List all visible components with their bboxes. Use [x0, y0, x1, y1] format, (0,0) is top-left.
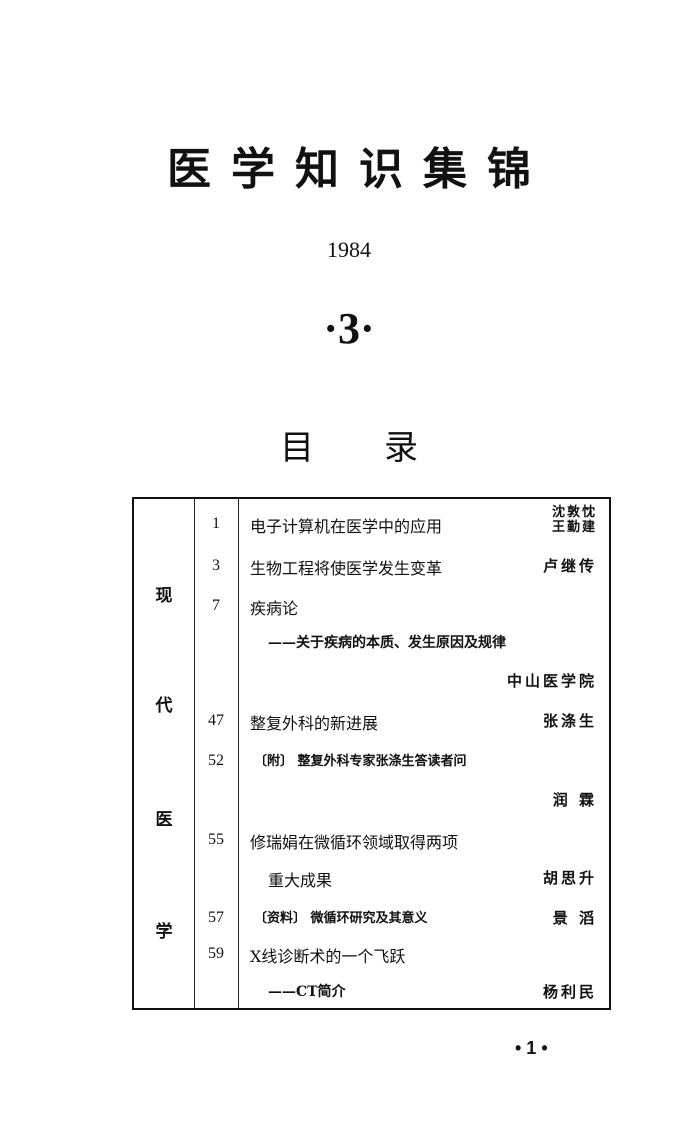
- article-author: 张涤生: [542, 712, 597, 730]
- article-title[interactable]: 生物工程将使医学发生变革: [250, 559, 443, 578]
- section-char: 学: [155, 922, 173, 942]
- toc-entry[interactable]: 59 X线诊断术的一个飞跃: [134, 943, 609, 967]
- page-number: 7: [212, 597, 220, 614]
- article-author: 卢继传: [542, 557, 597, 575]
- section-char: 代: [155, 696, 173, 716]
- page-number: 3: [212, 557, 220, 574]
- section-char: 现: [155, 586, 173, 606]
- article-subtitle: ——关于疾病的本质、发生原因及规律: [268, 635, 506, 651]
- page-number: 47: [208, 712, 224, 729]
- article-author: 沈敦忱 王勤建: [552, 505, 597, 535]
- column-divider: [238, 499, 239, 1008]
- author-name: 王勤建: [551, 520, 597, 535]
- toc-entry[interactable]: 7 疾病论: [134, 595, 609, 619]
- issue-number: ·3·: [323, 304, 375, 353]
- page-number: 55: [208, 831, 224, 848]
- article-subtitle: ——CT简介: [268, 984, 346, 1000]
- toc-entry[interactable]: 55 修瑞娟在微循环领域取得两项: [134, 829, 609, 853]
- toc-entry[interactable]: 3 生物工程将使医学发生变革 卢继传: [134, 555, 609, 579]
- table-of-contents: 现 代 医 学 1 电子计算机在医学中的应用 沈敦忱 王勤建 3 生物工程将使医…: [132, 497, 611, 1010]
- article-title[interactable]: 电子计算机在医学中的应用: [250, 517, 443, 536]
- toc-entry-subtitle: ——CT简介 杨利民: [134, 981, 609, 1005]
- article-title-continued: 重大成果: [268, 871, 333, 890]
- journal-year: 1984: [327, 237, 371, 262]
- toc-entry[interactable]: 52 〔附〕 整复外科专家张涤生答读者问: [134, 750, 609, 774]
- page-number: 52: [208, 752, 224, 769]
- page-number: 57: [208, 909, 224, 926]
- page-number-footer: • 1 •: [515, 1038, 548, 1058]
- section-label-modern-medicine: 现 代 医 学: [134, 499, 194, 1008]
- toc-entry-author: 中山医学院: [134, 670, 609, 694]
- article-author: 杨利民: [542, 983, 597, 1001]
- article-author: 中山医学院: [506, 672, 597, 690]
- article-author: 景 滔: [552, 909, 597, 927]
- section-char: 医: [155, 810, 173, 830]
- article-title[interactable]: 修瑞娟在微循环领域取得两项: [250, 833, 459, 852]
- journal-title: 医学知识集锦: [167, 144, 551, 195]
- article-title[interactable]: X线诊断术的一个飞跃: [250, 947, 406, 966]
- author-name: 沈敦忱: [551, 505, 597, 520]
- column-divider: [194, 499, 195, 1008]
- toc-heading: 目录: [280, 428, 488, 468]
- page-number: 1: [212, 515, 220, 532]
- article-title[interactable]: 〔资料〕 微循环研究及其意义: [254, 911, 428, 926]
- toc-entry[interactable]: 47 整复外科的新进展 张涤生: [134, 710, 609, 734]
- article-title[interactable]: 整复外科的新进展: [250, 714, 379, 733]
- page-number: 59: [208, 945, 224, 962]
- toc-entry[interactable]: 57 〔资料〕 微循环研究及其意义 景 滔: [134, 907, 609, 931]
- toc-entry-author: 润 霖: [134, 789, 609, 813]
- article-author: 润 霖: [552, 791, 597, 809]
- article-title[interactable]: 疾病论: [250, 599, 299, 618]
- article-title[interactable]: 〔附〕 整复外科专家张涤生答读者问: [254, 754, 467, 769]
- article-author: 胡思升: [542, 869, 597, 887]
- toc-entry[interactable]: 1 电子计算机在医学中的应用 沈敦忱 王勤建: [134, 505, 609, 537]
- toc-entry-continuation: 重大成果 胡思升: [134, 867, 609, 891]
- toc-entry-subtitle: ——关于疾病的本质、发生原因及规律: [134, 632, 609, 656]
